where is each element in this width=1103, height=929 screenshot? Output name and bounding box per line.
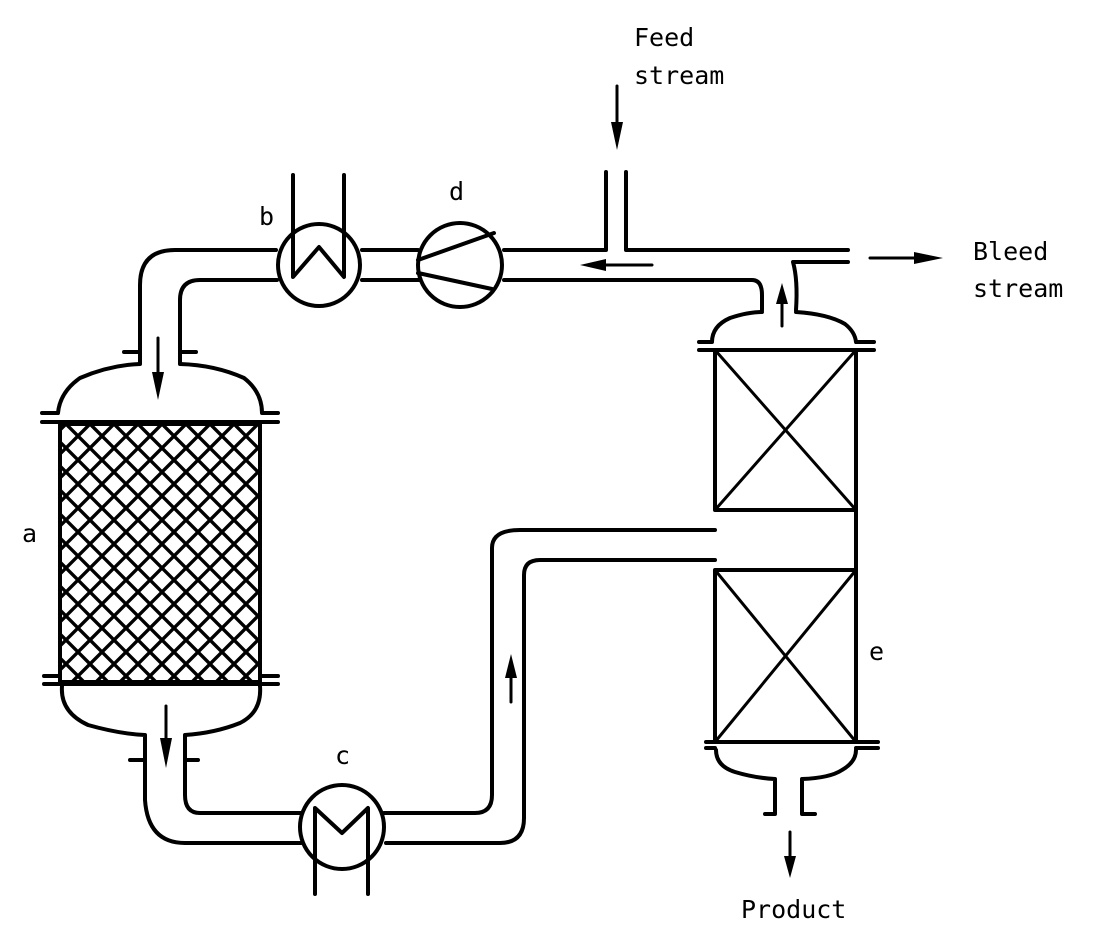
- equipment-label-a: a: [22, 519, 37, 548]
- hatch-line: [60, 424, 140, 505]
- heat-exchanger-c: [298, 783, 386, 896]
- exchanger-b-coil: [291, 173, 346, 279]
- compressor-d-casing: [416, 221, 504, 309]
- hatch-line: [112, 424, 260, 573]
- hatch-line: [70, 491, 260, 682]
- hatch-line: [142, 563, 260, 682]
- hatch-line: [64, 424, 260, 621]
- hatch-line: [232, 424, 260, 453]
- reactor-outlet-arrow: [160, 704, 172, 768]
- recycle-left-arrow: [580, 259, 654, 271]
- hatch-line: [238, 659, 260, 682]
- pipe-reactor-to-c-outer: [143, 758, 303, 845]
- hatch-line: [354, 424, 612, 682]
- hatch-line: [60, 424, 188, 553]
- hatch-line: [160, 424, 260, 525]
- hatch-line: [426, 424, 684, 682]
- pipe-d-to-column-outer: [502, 170, 850, 252]
- reactor-a: [0, 348, 756, 762]
- bleed-stream-label-line2: stream: [973, 274, 1063, 303]
- hatch-line: [60, 424, 260, 625]
- reactor-inlet-arrow: [152, 336, 164, 400]
- hatch-line: [60, 467, 260, 673]
- column-upper-packing-cross: [713, 348, 858, 512]
- hatch-line: [136, 424, 260, 549]
- column-top-up-arrow: [776, 283, 788, 328]
- hatch-line: [184, 424, 260, 501]
- hatch-line: [214, 635, 260, 682]
- column-top-head: [697, 310, 876, 344]
- hatch-line: [166, 587, 260, 682]
- hatch-line: [330, 424, 588, 682]
- pipe-reactor-to-b-inner: [178, 278, 279, 352]
- hatch-line: [0, 424, 42, 682]
- hatch-line: [60, 443, 260, 649]
- feed-stream-label-line2: stream: [634, 61, 724, 90]
- compressor-d: [416, 221, 504, 309]
- hatch-line: [88, 424, 260, 597]
- bleed-stream-label-line1: Bleed: [973, 237, 1048, 266]
- pipe-c-to-column-outer: [384, 558, 717, 845]
- compressor-d-blades: [416, 231, 496, 291]
- hatch-line: [498, 424, 756, 682]
- hatch-line: [94, 515, 260, 682]
- feed-in-arrow: [611, 84, 623, 150]
- hatch-line: [60, 679, 62, 682]
- column-lower-packing-cross: [713, 568, 858, 744]
- hatch-line: [60, 424, 236, 601]
- hatch-line: [402, 424, 660, 682]
- hatch-line: [60, 424, 116, 481]
- hatch-line: [0, 424, 18, 682]
- reactor-top-head: [40, 348, 280, 415]
- reactor-bottom-flange: [42, 674, 280, 686]
- hatch-line: [208, 424, 260, 477]
- hatch-line: [378, 424, 636, 682]
- equipment-label-c: c: [335, 741, 350, 770]
- bleed-out-arrow: [868, 252, 943, 264]
- equipment-label-d: d: [449, 177, 464, 206]
- reactor-bottom-head: [59, 684, 263, 762]
- column-upper-packing: [713, 348, 858, 512]
- product-out-arrow: [784, 830, 796, 878]
- column-bottom-flange: [704, 740, 880, 750]
- pipe-b-to-d: [360, 248, 422, 282]
- equipment-label-e: e: [869, 637, 884, 666]
- equipment-label-b: b: [259, 202, 274, 231]
- hatch-line: [450, 424, 708, 682]
- pipe-bleed-branch: [791, 260, 850, 312]
- pipe-reactor-to-c-inner: [183, 758, 304, 815]
- hatch-line: [118, 539, 260, 682]
- hatch-line: [60, 424, 212, 577]
- hatch-line: [282, 424, 540, 682]
- hatch-line: [60, 487, 254, 682]
- pipe-d-to-column-inner: [502, 278, 764, 312]
- exchanger-b-shell: [276, 222, 362, 308]
- flow-arrows: [152, 84, 943, 878]
- hatch-line: [474, 424, 732, 682]
- hatch-line: [256, 424, 260, 429]
- column-e: [697, 310, 880, 816]
- catalyst-hatching: [0, 424, 756, 682]
- hatch-line: [60, 424, 68, 433]
- product-label: Product: [741, 895, 846, 924]
- riser-up-arrow: [505, 654, 517, 704]
- heat-exchanger-b: [276, 173, 362, 308]
- exchanger-c-shell: [298, 783, 386, 871]
- exchanger-c-coil: [313, 806, 370, 896]
- column-bottom-head: [714, 748, 858, 816]
- hatch-line: [60, 424, 164, 529]
- hatch-line: [190, 611, 260, 682]
- pipe-reactor-to-b-outer: [138, 248, 278, 352]
- pipe-c-to-column-inner: [382, 528, 717, 815]
- feed-stream-label-line1: Feed: [634, 23, 694, 52]
